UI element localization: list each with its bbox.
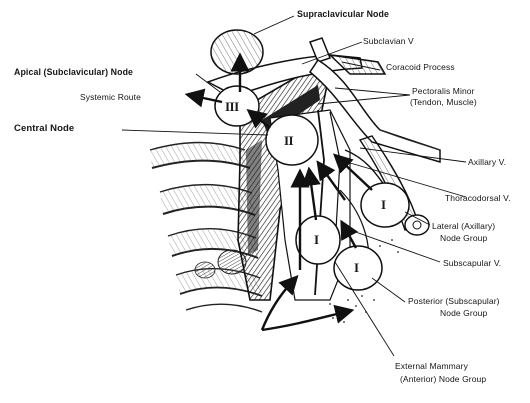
label-posterior-group-line1: Posterior (Subscapular) bbox=[408, 296, 500, 306]
label-thoracodorsal-v: Thoracodorsal V. bbox=[445, 193, 511, 203]
label-supraclavicular-node: Supraclavicular Node bbox=[297, 9, 389, 19]
label-lateral-group-line2: Node Group bbox=[440, 233, 487, 243]
label-apical-node: Apical (Subclavicular) Node bbox=[14, 67, 133, 77]
central-node-numeral: II bbox=[284, 133, 293, 149]
label-lateral-group-line1: Lateral (Axillary) bbox=[432, 221, 495, 231]
supraclavicular-node bbox=[211, 30, 263, 74]
apical-node-numeral: III bbox=[225, 99, 239, 115]
label-coracoid-process: Coracoid Process bbox=[386, 62, 455, 72]
label-external-mammary-line2: (Anterior) Node Group bbox=[400, 374, 486, 384]
posterior-node-numeral: I bbox=[354, 260, 359, 276]
label-subclavian-v: Subclavian V bbox=[363, 36, 414, 46]
label-posterior-group-line2: Node Group bbox=[440, 308, 487, 318]
lateral-node-numeral: I bbox=[381, 197, 386, 213]
label-external-mammary-line1: External Mammary bbox=[395, 361, 468, 371]
anterior-node-numeral: I bbox=[314, 232, 319, 248]
label-subscapular-v: Subscapular V. bbox=[443, 258, 501, 268]
label-pectoralis-minor-sub: (Tendon, Muscle) bbox=[410, 97, 477, 107]
label-systemic-route: Systemic Route bbox=[80, 92, 141, 102]
label-axillary-v: Axillary V. bbox=[468, 157, 506, 167]
label-pectoralis-minor: Pectoralis Minor bbox=[412, 86, 475, 96]
label-central-node: Central Node bbox=[14, 124, 74, 134]
